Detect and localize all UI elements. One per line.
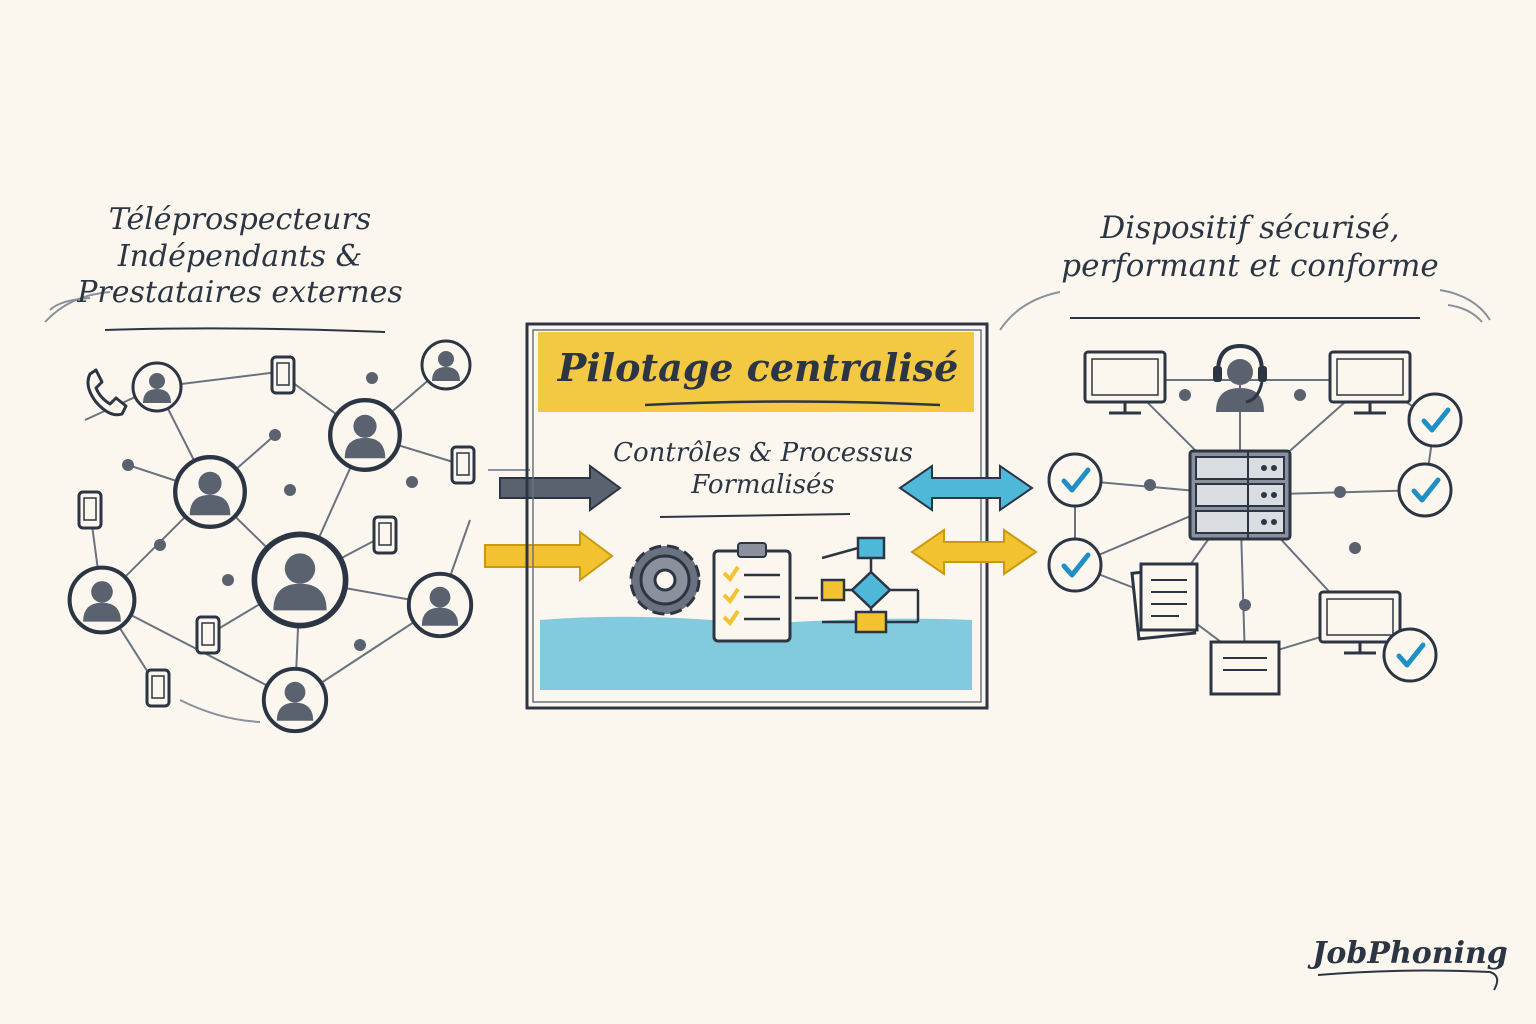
- mobile-icon: [372, 515, 398, 555]
- sketch-swoosh: [44, 291, 261, 723]
- network-nodes: [122, 372, 418, 651]
- freelancer-network: [44, 291, 476, 734]
- left-title-line: Indépendants &: [117, 238, 363, 274]
- left-title-line: Prestataires externes: [77, 275, 403, 311]
- gear-icon: [629, 544, 701, 616]
- mobile-icon: [77, 490, 103, 530]
- right-title-line: performant et conforme: [1061, 247, 1439, 284]
- mobile-icon: [450, 445, 476, 485]
- secure-system: [999, 289, 1491, 696]
- mobile-icon: [195, 615, 221, 655]
- arrow-icon: [910, 528, 1038, 576]
- clipboard-icon: [712, 542, 792, 643]
- person-icon: [70, 568, 135, 633]
- check-icon: [1049, 454, 1101, 506]
- sketch-swoosh: [999, 289, 1491, 331]
- person-icon: [406, 571, 474, 639]
- person-icon: [330, 400, 400, 470]
- server-icon: [1188, 449, 1292, 541]
- center-subtitle-line: Formalisés: [691, 469, 835, 500]
- check-icon: [1399, 464, 1451, 516]
- arrow-icon: [488, 464, 622, 512]
- headset-agent-icon: [1213, 343, 1267, 412]
- mobile-icon: [145, 668, 171, 708]
- title-highlight: [538, 332, 974, 412]
- arrow-icon: [484, 530, 614, 582]
- right-group-title: Dispositif sécurisé, performant et confo…: [1040, 210, 1460, 286]
- person-icon: [175, 457, 245, 527]
- mobile-icon: [270, 355, 296, 395]
- document-icon: [1209, 640, 1281, 696]
- center-subtitle-line: Contrôles & Processus: [613, 438, 913, 468]
- flowchart-icon: [795, 536, 920, 634]
- brand-logo: JobPhoning: [1312, 936, 1508, 971]
- central-board: [525, 322, 989, 710]
- check-icon: [1409, 394, 1461, 446]
- arrow-icon: [898, 464, 1034, 512]
- center-subtitle: Contrôles & Processus Formalisés: [578, 438, 948, 501]
- network-links: [84, 364, 471, 701]
- document-icon: [1130, 562, 1199, 641]
- base-highlight: [540, 616, 972, 690]
- person-icon: [254, 534, 345, 625]
- person-icon: [420, 339, 472, 391]
- person-icon: [261, 666, 329, 734]
- check-icon: [1049, 539, 1101, 591]
- check-icon: [1384, 629, 1436, 681]
- monitor-icon: [1083, 350, 1167, 415]
- center-title: Pilotage centralisé: [557, 345, 959, 390]
- system-nodes: [1144, 389, 1361, 611]
- left-group-title: Téléprospecteurs Indépendants & Prestata…: [60, 202, 420, 312]
- left-title-line: Téléprospecteurs: [108, 202, 372, 237]
- phone-icon: [86, 368, 128, 417]
- brand-underline: [1317, 969, 1499, 991]
- right-title-line: Dispositif sécurisé,: [1100, 210, 1400, 246]
- left-title-underline: [104, 327, 386, 333]
- person-icon: [131, 361, 183, 413]
